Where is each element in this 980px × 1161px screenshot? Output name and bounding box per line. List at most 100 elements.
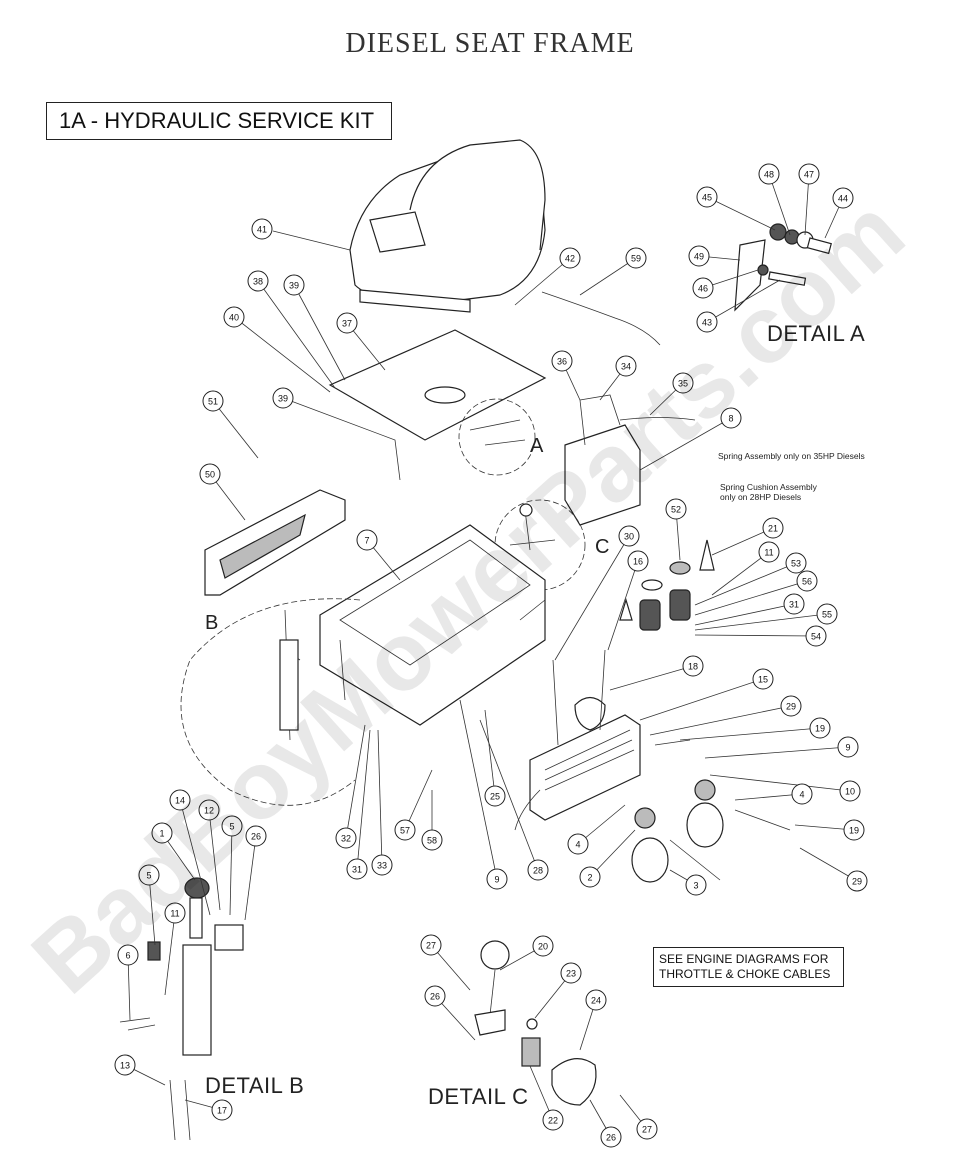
callout-circle — [335, 827, 357, 849]
callout-number: 32 — [341, 834, 351, 844]
callout-c29b: 29 — [846, 870, 868, 892]
callout-c36: 36 — [551, 350, 573, 372]
callout-c46: 46 — [692, 277, 714, 299]
callout-c20: 20 — [532, 935, 554, 957]
callout-circle — [600, 1126, 622, 1148]
callout-circle — [627, 550, 649, 572]
callout-c5a: 5 — [221, 815, 243, 837]
callout-number: 5 — [146, 871, 151, 881]
callout-number: 27 — [642, 1125, 652, 1135]
callout-c26b: 26 — [424, 985, 446, 1007]
callout-circle — [202, 390, 224, 412]
callout-number: 3 — [693, 881, 698, 891]
callout-circle — [625, 247, 647, 269]
callout-circle — [696, 186, 718, 208]
callout-number: 12 — [204, 806, 214, 816]
callout-circle — [484, 785, 506, 807]
callout-c15: 15 — [752, 668, 774, 690]
callout-c11b: 11 — [164, 902, 186, 924]
callout-c52: 52 — [665, 498, 687, 520]
callout-c38: 38 — [247, 270, 269, 292]
callout-c4b: 4 — [567, 833, 589, 855]
callout-c59: 59 — [625, 247, 647, 269]
callout-circle — [117, 944, 139, 966]
callout-number: 1 — [159, 829, 164, 839]
callout-number: 19 — [815, 724, 825, 734]
callout-c34: 34 — [615, 355, 637, 377]
callout-circle — [151, 822, 173, 844]
callout-circle — [672, 372, 694, 394]
callout-number: 20 — [538, 942, 548, 952]
callout-circle — [692, 277, 714, 299]
callout-circle — [420, 934, 442, 956]
callout-c27b: 27 — [636, 1118, 658, 1140]
callout-circle — [532, 935, 554, 957]
callout-c39a: 39 — [283, 274, 305, 296]
callout-number: 18 — [688, 662, 698, 672]
battery-part — [564, 394, 696, 526]
callout-c11a: 11 — [758, 541, 780, 563]
section-letter-a: A — [530, 435, 544, 457]
rod-59 — [541, 291, 661, 346]
callout-circle — [551, 350, 573, 372]
detail-c-parts — [474, 940, 597, 1106]
callout-number: 26 — [430, 992, 440, 1002]
detail-c-label: DETAIL C — [428, 1084, 529, 1109]
callout-circle — [758, 541, 780, 563]
callout-circle — [245, 825, 267, 847]
callout-circle — [579, 866, 601, 888]
callout-circle — [839, 780, 861, 802]
callout-circle — [221, 815, 243, 837]
callout-circle — [816, 603, 838, 625]
callout-c13: 13 — [114, 1054, 136, 1076]
callout-c2: 2 — [579, 866, 601, 888]
callout-circle — [696, 311, 718, 333]
callout-circle — [336, 312, 358, 334]
callout-c43: 43 — [696, 311, 718, 333]
engine-note-line1: SEE ENGINE DIAGRAMS FOR — [659, 952, 829, 966]
callout-c37: 37 — [336, 312, 358, 334]
callout-c24: 24 — [585, 989, 607, 1011]
callout-number: 4 — [799, 790, 804, 800]
callout-circle — [780, 695, 802, 717]
callout-circle — [114, 1054, 136, 1076]
detail-b-parts — [119, 877, 244, 1141]
callout-circle — [688, 245, 710, 267]
callout-circle — [796, 570, 818, 592]
callout-c28: 28 — [527, 859, 549, 881]
callout-number: 37 — [342, 319, 352, 329]
detail-a-parts — [734, 223, 832, 312]
callout-c31a: 31 — [783, 593, 805, 615]
callout-circle — [762, 517, 784, 539]
callout-number: 11 — [170, 909, 179, 919]
callout-number: 24 — [591, 996, 601, 1006]
frame-part — [319, 524, 546, 726]
callout-circle — [585, 989, 607, 1011]
callout-c53: 53 — [785, 552, 807, 574]
callout-circle — [346, 858, 368, 880]
callout-number: 55 — [822, 610, 832, 620]
seat-part — [349, 139, 546, 313]
callout-circle — [486, 868, 508, 890]
callout-number: 56 — [802, 577, 812, 587]
callout-c26a: 26 — [245, 825, 267, 847]
callout-number: 52 — [671, 505, 681, 515]
callout-number: 8 — [728, 414, 733, 424]
spring-35hp-note: Spring Assembly only on 35HP Diesels — [718, 451, 865, 461]
callout-c9b: 9 — [486, 868, 508, 890]
callout-circle — [682, 655, 704, 677]
callout-circle — [371, 854, 393, 876]
callout-number: 19 — [849, 826, 859, 836]
callout-number: 5 — [229, 822, 234, 832]
callout-circle — [837, 736, 859, 758]
callout-number: 53 — [791, 559, 801, 569]
callout-number: 38 — [253, 277, 263, 287]
callout-number: 50 — [205, 470, 215, 480]
leader-lines — [124, 173, 858, 1138]
kit-label-box: 1A - HYDRAULIC SERVICE KIT — [46, 102, 392, 140]
callout-number: 41 — [257, 225, 267, 235]
callout-number: 34 — [621, 362, 631, 372]
callout-c4a: 4 — [791, 783, 813, 805]
callout-c57: 57 — [394, 819, 416, 841]
callout-c44: 44 — [832, 187, 854, 209]
